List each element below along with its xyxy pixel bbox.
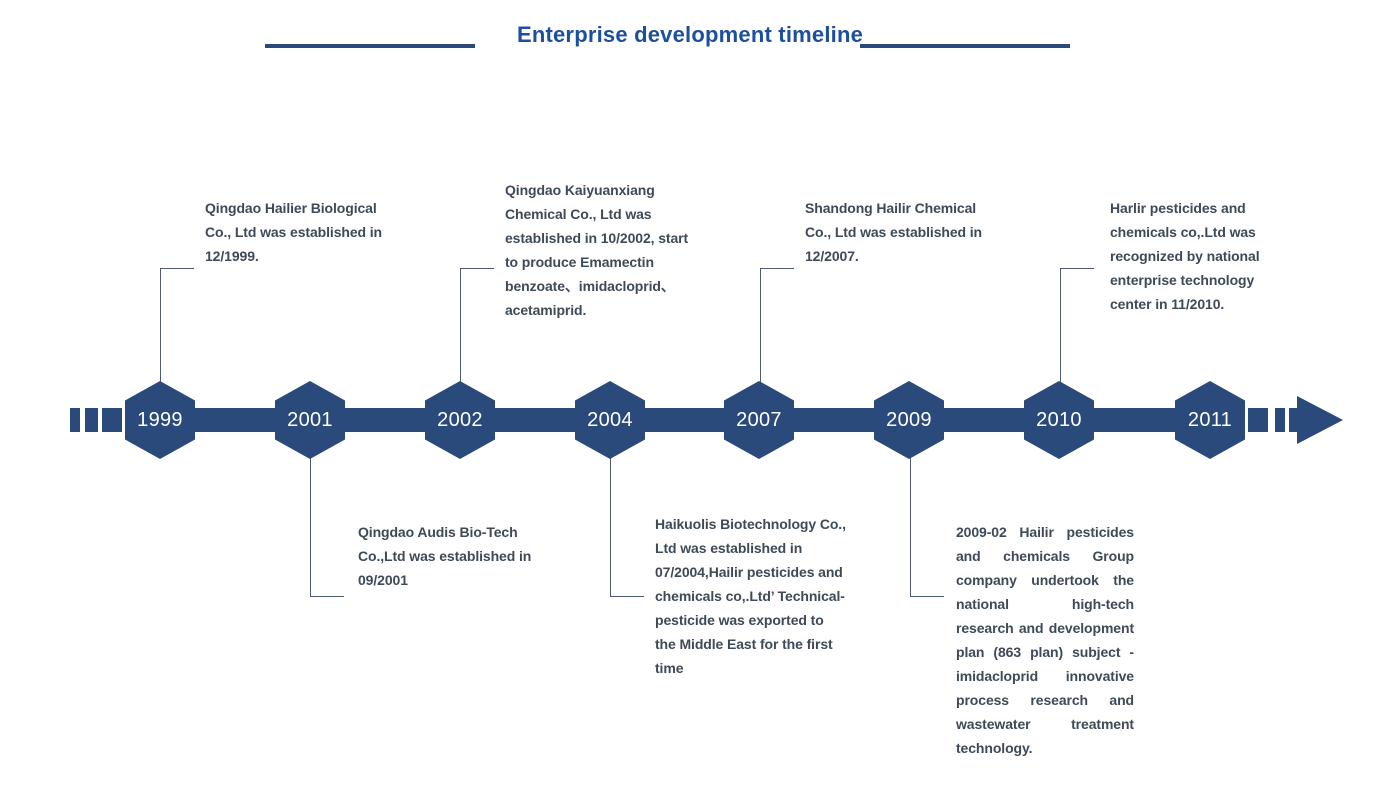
milestone-year: 2004: [587, 408, 633, 431]
connector-2001: [310, 458, 344, 597]
milestone-hex-2007: 2007: [724, 381, 794, 459]
connector-2009: [910, 458, 944, 597]
milestone-hex-2002: 2002: [425, 381, 495, 459]
milestone-year: 2007: [736, 408, 782, 431]
connector-1999: [160, 268, 194, 383]
milestone-note-2004: Haikuolis Biotechnology Co., Ltd was est…: [655, 516, 846, 676]
milestone-year: 2009: [886, 408, 932, 431]
timeline-dash-left-2: [85, 408, 98, 432]
timeline-dash-right-1: [1248, 408, 1268, 432]
milestone-year: 2001: [287, 408, 333, 431]
timeline-dash-left-1: [70, 408, 80, 432]
milestone-hex-1999: 1999: [125, 381, 195, 459]
milestone-note-2007: Shandong Hailir Chemical Co., Ltd was es…: [805, 200, 982, 264]
arrow-right-icon: [1297, 396, 1343, 444]
connector-2004: [610, 458, 644, 597]
milestone-note-2009: 2009-02 Hailir pesticides and chemicals …: [956, 524, 1134, 756]
milestone-year: 1999: [137, 408, 183, 431]
timeline-dash-left-3: [102, 408, 122, 432]
milestone-note-2010: Harlir pesticides and chemicals co,.Ltd …: [1110, 200, 1260, 312]
timeline-dash-right-2: [1275, 408, 1285, 432]
milestone-note-2001: Qingdao Audis Bio-Tech Co.,Ltd was estab…: [358, 524, 532, 588]
milestone-hex-2011: 2011: [1175, 381, 1245, 459]
milestone-note-1999: Qingdao Hailier Biological Co., Ltd was …: [205, 200, 382, 264]
milestone-hex-2009: 2009: [874, 381, 944, 459]
milestone-note-2002: Qingdao Kaiyuanxiang Chemical Co., Ltd w…: [505, 182, 689, 318]
page-title: Enterprise development timeline: [516, 22, 864, 47]
connector-2002: [460, 268, 494, 383]
title-decoration-line-right: [860, 44, 1070, 48]
title-decoration-line-left: [265, 44, 475, 48]
connector-2010: [1060, 268, 1094, 383]
connector-2007: [760, 268, 794, 383]
milestone-year: 2002: [437, 408, 483, 431]
milestone-hex-2001: 2001: [275, 381, 345, 459]
milestone-hex-2004: 2004: [575, 381, 645, 459]
milestone-year: 2011: [1187, 408, 1233, 431]
timeline-dash-right-3: [1289, 408, 1297, 432]
milestone-hex-2010: 2010: [1024, 381, 1094, 459]
milestone-year: 2010: [1036, 408, 1082, 431]
